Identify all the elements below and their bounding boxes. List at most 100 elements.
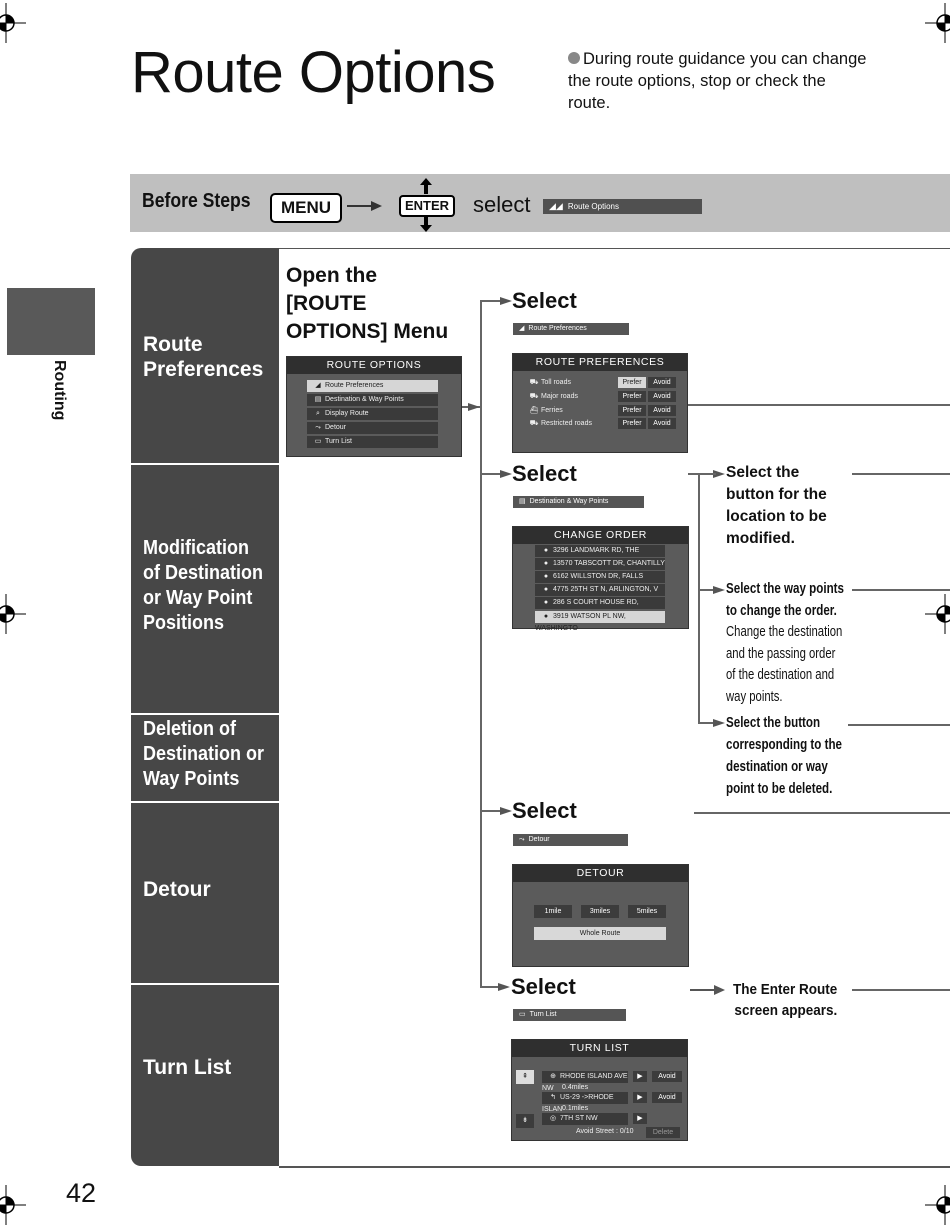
registration-mark: [0, 1185, 26, 1225]
detour-1mile-button[interactable]: 1mile: [534, 905, 572, 918]
play-icon[interactable]: ▶: [633, 1113, 647, 1124]
start-icon: ⊕: [550, 1073, 556, 1080]
page-title: Route Options: [131, 40, 496, 105]
list-icon: ▭: [314, 438, 322, 445]
registration-mark: [0, 3, 26, 43]
note-delete: Select the button corresponding to the d…: [726, 715, 842, 797]
route-preferences-bar: ◢Route Preferences: [513, 323, 629, 335]
intro-text: During route guidance you can change the…: [568, 48, 868, 114]
page-number: 42: [66, 1178, 97, 1208]
destination-button[interactable]: ●3919 WATSON PL NW, WASHINGTO: [535, 611, 665, 632]
route-options-screen: ROUTE OPTIONS ◢Route Preferences ▤Destin…: [286, 356, 462, 457]
avoid-button[interactable]: Avoid: [648, 405, 676, 416]
category-route-preferences: Route Preferences: [131, 248, 279, 463]
waypoint-icon: ●: [543, 573, 549, 580]
route-options-bar: ◢◢Route Options: [543, 199, 702, 214]
menu-item-destination-way-points[interactable]: ▤Destination & Way Points: [307, 394, 438, 406]
scroll-up-button[interactable]: ⇞: [516, 1070, 534, 1084]
detour-screen: DETOUR 1mile 3miles 5miles Whole Route: [512, 864, 689, 967]
delete-button[interactable]: Delete: [646, 1127, 680, 1138]
pref-row-label: ⛴Ferries: [523, 405, 618, 417]
prefer-button[interactable]: Prefer: [618, 391, 646, 402]
avoid-street-label: Avoid Street : 0/10: [576, 1128, 634, 1135]
scroll-down-button[interactable]: ⇟: [516, 1114, 534, 1128]
restricted-icon: ⛟: [529, 420, 539, 427]
intro-body: During route guidance you can change the…: [568, 50, 867, 112]
connector: [852, 989, 950, 991]
avoid-button[interactable]: Avoid: [652, 1071, 682, 1082]
avoid-button[interactable]: Avoid: [648, 418, 676, 429]
right-arrow-icon: [690, 985, 725, 995]
avoid-button[interactable]: Avoid: [648, 391, 676, 402]
turn-list-screen: TURN LIST ⇞ ⇟ ⊕RHODE ISLAND AVE NW 0.4mi…: [511, 1039, 688, 1141]
detour-3miles-button[interactable]: 3miles: [581, 905, 619, 918]
up-arrow-icon: [420, 178, 432, 194]
waypoint-icon: ●: [543, 586, 549, 593]
waypoint-button[interactable]: ●6162 WILLSTON DR, FALLS CHUR: [535, 571, 665, 592]
registration-mark: [925, 1185, 950, 1225]
ferry-icon: ⛴: [529, 407, 539, 414]
turn-row[interactable]: ↰US-29 ->RHODE ISLAN: [542, 1092, 628, 1113]
note-order-detail: Change the destination and the passing o…: [726, 624, 843, 705]
note-enter-route: The Enter Route screen appears.: [733, 981, 838, 1019]
connector: [688, 473, 704, 475]
category-modification: Modification of Destination or Way Point…: [131, 465, 279, 713]
destination-way-points-bar: ▤Destination & Way Points: [513, 496, 644, 508]
arrow-icon: [713, 586, 725, 594]
avoid-button[interactable]: Avoid: [652, 1092, 682, 1103]
connector: [694, 812, 950, 814]
vertical-connector: [480, 300, 482, 988]
connector: [698, 722, 716, 724]
turn-left-icon: ↰: [550, 1094, 556, 1101]
open-menu-heading: Open the [ROUTE OPTIONS] Menu: [286, 264, 449, 343]
destination-icon: ●: [543, 613, 549, 620]
waypoint-button[interactable]: ●13570 TABSCOTT DR, CHANTILLY: [535, 558, 665, 570]
category-deletion: Deletion of Destination or Way Points: [131, 715, 279, 801]
waypoints-icon: ▤: [519, 498, 526, 505]
arrow-icon: [498, 983, 510, 991]
detour-icon: ⤳: [519, 836, 525, 843]
waypoint-button[interactable]: ●3296 LANDMARK RD, THE PLAINS: [535, 545, 665, 566]
menu-item-route-preferences[interactable]: ◢Route Preferences: [307, 380, 438, 392]
route-icon: ◢: [519, 325, 525, 332]
registration-mark: [925, 594, 950, 634]
play-icon[interactable]: ▶: [633, 1071, 647, 1082]
enter-key: ENTER: [399, 195, 455, 217]
menu-item-turn-list[interactable]: ▭Turn List: [307, 436, 438, 448]
select-heading: Select: [512, 461, 577, 486]
play-icon[interactable]: ▶: [633, 1092, 647, 1103]
connector: [480, 300, 500, 302]
pref-row-label: ⛟Major roads: [523, 391, 618, 403]
list-icon: ▭: [519, 1011, 526, 1018]
connector: [698, 589, 716, 591]
right-arrow-icon: [347, 201, 382, 211]
screen-title: DETOUR: [513, 865, 688, 882]
pref-row-label: ⛟Toll roads: [523, 377, 618, 389]
menu-item-display-route[interactable]: ⌕Display Route: [307, 408, 438, 420]
screen-title: TURN LIST: [512, 1040, 687, 1057]
menu-item-detour[interactable]: ⤳Detour: [307, 422, 438, 434]
change-order-screen: CHANGE ORDER ●3296 LANDMARK RD, THE PLAI…: [512, 526, 689, 632]
before-steps-bar: [130, 174, 950, 232]
arrow-icon: [713, 719, 725, 727]
whole-route-button[interactable]: Whole Route: [534, 927, 666, 940]
select-word: select: [473, 192, 531, 217]
turn-row[interactable]: ◎7TH ST NW: [542, 1113, 628, 1125]
bullet-icon: [568, 52, 580, 64]
prefer-button[interactable]: Prefer: [618, 418, 646, 429]
waypoint-button[interactable]: ●286 S COURT HOUSE RD, ARLING: [535, 597, 665, 618]
avoid-button[interactable]: Avoid: [648, 377, 676, 388]
turn-row[interactable]: ⊕RHODE ISLAND AVE NW: [542, 1071, 628, 1092]
prefer-button[interactable]: Prefer: [618, 405, 646, 416]
destination-icon: ◎: [549, 1115, 557, 1122]
menu-key: MENU: [270, 193, 342, 223]
connector: [480, 986, 500, 988]
waypoint-button[interactable]: ●4775 25TH ST N, ARLINGTON, V: [535, 584, 665, 596]
section-tab: [7, 288, 95, 355]
highway-icon: ⛟: [529, 393, 539, 400]
prefer-button[interactable]: Prefer: [618, 377, 646, 388]
frame-top-line: [279, 248, 950, 249]
registration-mark: [925, 3, 950, 43]
before-steps-label: Before Steps: [142, 190, 251, 212]
detour-5miles-button[interactable]: 5miles: [628, 905, 666, 918]
